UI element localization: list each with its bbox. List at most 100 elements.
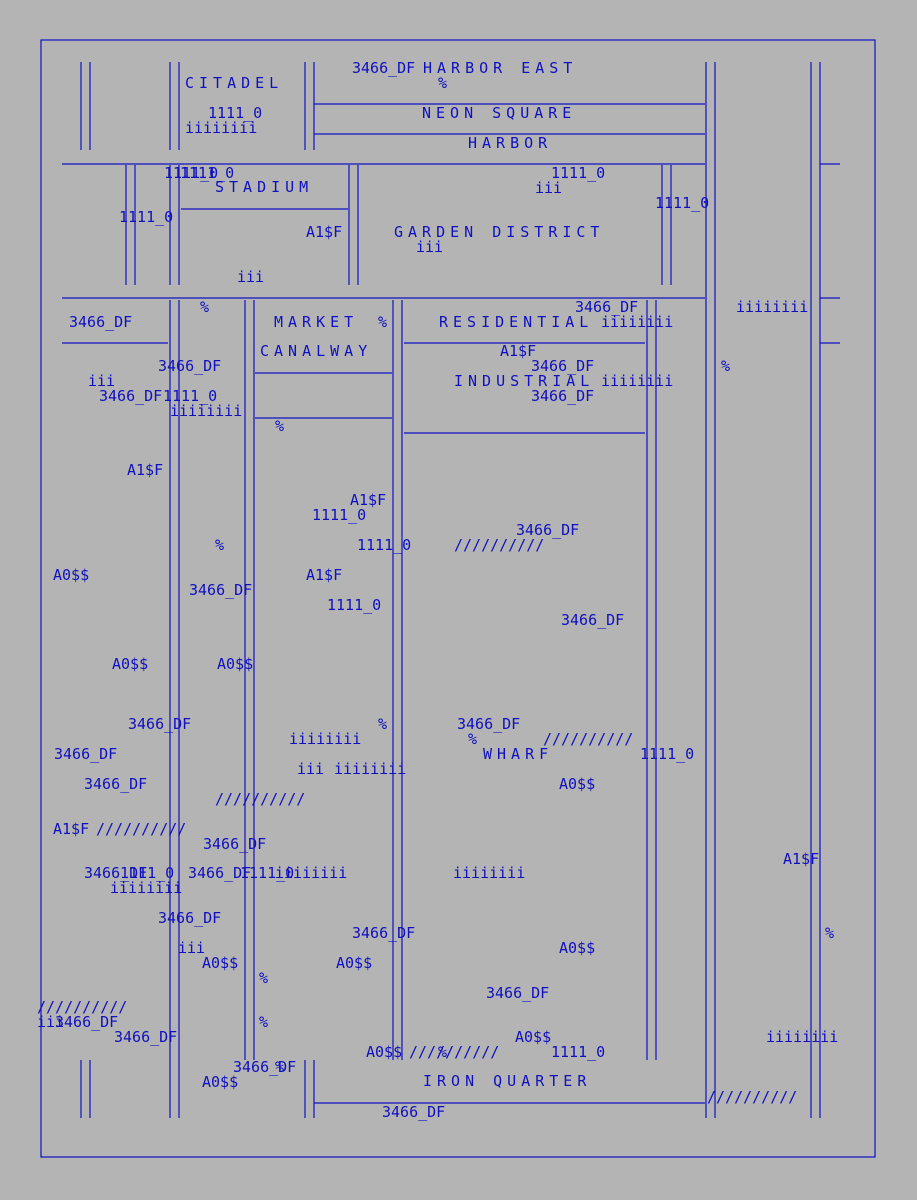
map-glyph: 3466_DF — [457, 715, 521, 733]
map-glyph: iii — [237, 268, 265, 286]
map-glyph: A0$$ — [202, 954, 239, 972]
map-glyph: ////////// — [454, 536, 545, 554]
map-glyph: % — [438, 74, 448, 92]
map-glyph: ////////// — [215, 790, 306, 808]
district-label: HARBOR — [468, 134, 553, 152]
district-label: MARKET — [274, 313, 359, 331]
map-glyph: 3466_DF — [114, 1028, 178, 1046]
map-glyph: 1111_0 — [163, 387, 218, 405]
map-glyph: iiiiiiii — [110, 879, 183, 897]
map-glyph: iiiiiiii — [275, 864, 348, 882]
map-glyph: % — [275, 1058, 285, 1076]
map-glyph: A1$F — [350, 491, 387, 509]
map-glyph: A1$F — [500, 342, 537, 360]
map-glyph: 1111_0 — [655, 194, 710, 212]
map-glyph: ////////// — [409, 1043, 500, 1061]
map-glyph: 1111_0 — [551, 164, 606, 182]
map-glyph: A0$$ — [559, 775, 596, 793]
district-label: STADIUM — [215, 178, 314, 196]
map-glyph: 3466_DF — [158, 357, 222, 375]
map-glyph: 3466_DF — [516, 521, 580, 539]
map-glyph: iiiiiiii — [601, 372, 674, 390]
map-glyph: 3466_DF — [382, 1103, 446, 1121]
map-glyph: A1$F — [306, 223, 343, 241]
map-glyph: % — [825, 924, 835, 942]
map-glyph: 3466_DF — [99, 387, 163, 405]
map-glyph: 1111_0 — [551, 1043, 606, 1061]
map-glyph: 3466_DF — [575, 298, 639, 316]
map-glyph: iiiiiiii — [170, 402, 243, 420]
map-glyph: % — [215, 536, 225, 554]
map-glyph: 1111_0 — [240, 864, 295, 882]
map-glyph: 1111_0 — [327, 596, 382, 614]
map-glyph: 1111_0 — [119, 208, 174, 226]
map-glyph: A1$F — [53, 820, 90, 838]
map-glyph: iiiiiiii — [736, 298, 809, 316]
district-label: CANALWAY — [260, 342, 373, 360]
district-label: HARBOR EAST — [423, 59, 578, 77]
map-glyph: 3466_DF — [84, 775, 148, 793]
map-glyph: % — [200, 298, 210, 316]
map-glyph: 3466_DF — [203, 835, 267, 853]
map-glyph: 3466_DF — [352, 59, 416, 77]
map-glyph: % — [378, 313, 388, 331]
map-glyph: A0$$ — [515, 1028, 552, 1046]
district-label: IRON QUARTER — [423, 1072, 592, 1090]
map-glyph: iii — [88, 372, 116, 390]
map-border — [40, 39, 876, 1158]
map-glyph: 3466_DF — [69, 313, 133, 331]
map-glyph: 1111_0 — [357, 536, 412, 554]
map-glyph: A0$$ — [366, 1043, 403, 1061]
map-glyph: % — [378, 715, 388, 733]
map-glyph: 3466_DF — [531, 357, 595, 375]
map-glyph: iii — [297, 760, 325, 778]
map-glyph: 1111_0 — [164, 164, 219, 182]
map-glyph: A0$$ — [53, 566, 90, 584]
map-glyph: iii — [37, 1013, 65, 1031]
map-glyph: ////////// — [96, 820, 187, 838]
map-glyph: iiiiiiii — [453, 864, 526, 882]
map-glyph: 1111_0 — [312, 506, 367, 524]
map-glyph: iiiiiiii — [289, 730, 362, 748]
map-glyph: A1$F — [783, 850, 820, 868]
map-glyph: ////////// — [707, 1088, 798, 1106]
map-glyph: % — [468, 730, 478, 748]
district-label: RESIDENTIAL — [439, 313, 594, 331]
map-glyph: % — [275, 417, 285, 435]
map-glyph: 3466_DF — [189, 581, 253, 599]
map-glyph: 3466_DF — [84, 864, 148, 882]
map-glyph: 1111_0 — [120, 864, 175, 882]
map-glyph: % — [721, 357, 731, 375]
map-glyph: 1111_0 — [640, 745, 695, 763]
district-label: CITADEL — [185, 74, 284, 92]
map-glyph: A1$F — [306, 566, 343, 584]
map-glyph: % — [438, 1043, 448, 1061]
map-glyph: 3466_DF — [561, 611, 625, 629]
map-glyph: A0$$ — [217, 655, 254, 673]
map-glyph: % — [259, 1013, 269, 1031]
map-glyph: 3466_DF — [188, 864, 252, 882]
map-glyph: iii — [178, 939, 206, 957]
map-glyph: 3466_DF — [128, 715, 192, 733]
map-glyph: ////////// — [543, 730, 634, 748]
district-label: NEON SQUARE — [422, 104, 577, 122]
district-label: INDUSTRIAL — [454, 372, 595, 390]
map-glyph: A0$$ — [559, 939, 596, 957]
map-glyph: 3466_DF — [54, 745, 118, 763]
map-glyph: 3466_DF — [233, 1058, 297, 1076]
map-glyph: iiiiiiii — [185, 119, 258, 137]
map-glyph: 1111_0 — [180, 164, 235, 182]
map-glyph: iii — [416, 238, 444, 256]
map-glyph: iii — [535, 179, 563, 197]
map-glyph: A0$$ — [336, 954, 373, 972]
map-glyph: iiiiiiii — [601, 313, 674, 331]
district-label: WHARF — [483, 745, 554, 763]
map-glyph: ////////// — [37, 998, 128, 1016]
map-glyph: iiiiiiii — [334, 760, 407, 778]
map-glyph: 3466_DF — [486, 984, 550, 1002]
district-label: GARDEN DISTRICT — [394, 223, 605, 241]
map-glyph: A0$$ — [112, 655, 149, 673]
map-glyph: % — [259, 969, 269, 987]
